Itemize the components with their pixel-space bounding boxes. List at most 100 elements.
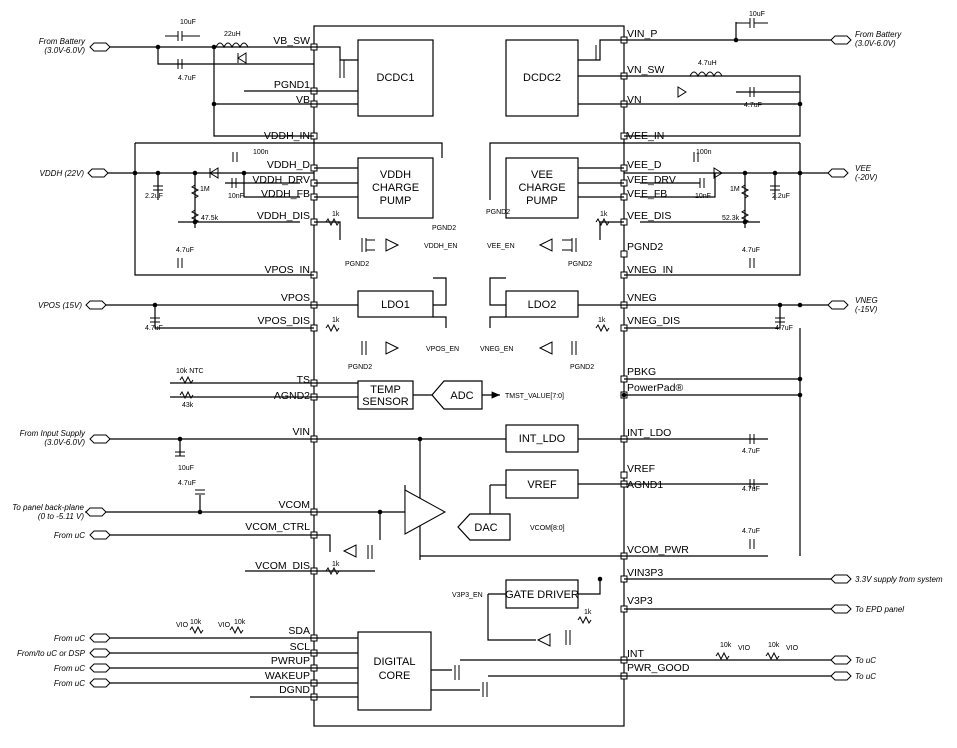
pin-vcom-dis: VCOM_DIS	[255, 560, 310, 572]
vddh-pump-label-2: CHARGE	[372, 182, 419, 194]
block-dac: DAC	[457, 513, 511, 541]
pin-int-ldo: INT_LDO	[627, 427, 671, 439]
junction-dot	[621, 392, 627, 398]
vddh-pump-label-1: VDDH	[380, 169, 411, 181]
external-terminals	[85, 35, 852, 688]
pin-vin: VIN	[292, 426, 310, 438]
val-r-1k-v3p3: 1k	[584, 609, 592, 616]
pin-vcom-pwr: VCOM_PWR	[627, 544, 689, 556]
junction-dot	[772, 170, 778, 176]
pin-vddh-dis: VDDH_DIS	[257, 210, 310, 222]
pin-ts: TS	[297, 374, 310, 386]
pin-vb: VB	[296, 94, 310, 106]
pin-vee-d: VEE_D	[627, 159, 662, 171]
sig-vio-sda: VIO	[176, 622, 189, 629]
junctions	[132, 37, 803, 582]
pin-vddh-drv: VDDH_DRV	[252, 174, 310, 186]
temp-sensor-label-2: SENSOR	[362, 396, 409, 408]
right-pin-labels: VIN_P VN_SW VN VEE_IN VEE_D VEE_DRV VEE_…	[627, 28, 690, 674]
pin-vpos-in: VPOS_IN	[264, 264, 310, 276]
val-c-4u7-vneg-in: 4.7uF	[742, 247, 760, 254]
ext-to-uc-pg: To uC	[855, 672, 876, 681]
val-c-2u2-r: 2.2uF	[772, 193, 790, 200]
val-r-10k-scl: 10k	[234, 619, 246, 626]
pin-pgnd2: PGND2	[627, 241, 663, 253]
val-c-10u-2: 10uF	[749, 11, 765, 18]
val-l-4u7: 4.7uH	[698, 60, 717, 67]
block-vref: VREF	[505, 469, 579, 499]
val-r-1k-vneg: 1k	[598, 317, 606, 324]
val-r-1k-vcom-dis: 1k	[332, 561, 340, 568]
val-c-2u2-l: 2.2uF	[145, 193, 163, 200]
int-ldo-block-label: INT_LDO	[519, 433, 566, 445]
junction-dot	[211, 101, 217, 107]
vddh-pump-label-3: PUMP	[380, 195, 412, 207]
ext-uc-scl: From/to uC or DSP	[17, 649, 86, 658]
pin-v3p3: V3P3	[627, 595, 653, 607]
ldo1-label: LDO1	[381, 299, 410, 311]
block-vddh-charge-pump: VDDH CHARGE PUMP	[357, 157, 434, 219]
pin-powerpad: PowerPad®	[627, 382, 683, 394]
junction-dot	[211, 44, 217, 50]
junction-dot	[597, 576, 603, 582]
sig-vio-pg: VIO	[786, 645, 799, 652]
val-r-43k: 43k	[182, 402, 194, 409]
ext-uc-wakeup: From uC	[54, 679, 85, 688]
sig-pgnd2-a: PGND2	[432, 225, 456, 232]
pin-vcom: VCOM	[279, 499, 311, 511]
val-c-10nf-r: 10nF	[695, 193, 711, 200]
junction-dot	[742, 219, 748, 225]
pin-vn: VN	[627, 94, 642, 106]
ext-vneg-2: (-15V)	[855, 305, 878, 314]
val-r-1m-l: 1M	[200, 186, 210, 193]
val-c-4u7-1: 4.7uF	[178, 75, 196, 82]
val-c-100n-r: 100n	[696, 149, 712, 156]
junction-dot	[417, 436, 423, 442]
val-r-52k3: 52.3k	[722, 215, 740, 222]
pin-vin3p3: VIN3P3	[627, 567, 663, 579]
val-r-1k-vee: 1k	[600, 211, 608, 218]
pin-square	[620, 471, 628, 479]
dac-label: DAC	[474, 522, 497, 534]
sig-pgnd2-c: PGND2	[345, 261, 369, 268]
sig-vpos-en: VPOS_EN	[426, 346, 459, 353]
wiring	[85, 22, 835, 698]
pin-agnd2: AGND2	[274, 390, 310, 402]
pin-vee-fb: VEE_FB	[627, 188, 667, 200]
junction-dot	[155, 44, 161, 50]
junction-dot	[797, 302, 803, 308]
val-r-10k-pg: 10k	[768, 642, 780, 649]
junction-dot	[797, 392, 803, 398]
sig-v3p3-en: V3P3_EN	[452, 592, 483, 599]
ext-input-supply-2: (3.0V-6.0V)	[44, 438, 85, 447]
ext-from-battery-left-2: (3.0V-6.0V)	[44, 46, 85, 55]
val-c-4u7-int-ldo: 4.7uF	[742, 448, 760, 455]
pin-vpos-dis: VPOS_DIS	[257, 315, 310, 327]
pin-sda: SDA	[288, 625, 310, 637]
pin-vee-drv: VEE_DRV	[627, 174, 676, 186]
ext-supply-33: 3.3V supply from system	[855, 575, 943, 584]
ext-vpos: VPOS (15V)	[38, 301, 82, 310]
val-c-4u7-vcom: 4.7uF	[178, 480, 196, 487]
ext-vee-1: VEE	[855, 164, 872, 173]
block-temp-sensor: TEMP SENSOR	[357, 380, 414, 410]
gate-driver-label: GATE DRIVER	[505, 589, 579, 601]
val-r-1m-r: 1M	[730, 186, 740, 193]
external-labels: From Battery (3.0V-6.0V) From Battery (3…	[12, 30, 943, 688]
pin-vin-p: VIN_P	[627, 28, 657, 40]
passives	[150, 18, 785, 661]
pin-wakeup: WAKEUP	[265, 670, 310, 682]
block-dcdc2: DCDC2	[505, 39, 579, 117]
adc-label: ADC	[450, 390, 473, 402]
pin-dgnd: DGND	[279, 684, 310, 696]
pin-vref: VREF	[627, 463, 655, 475]
pin-pgnd1: PGND1	[274, 79, 310, 91]
val-c-4u7-vneg: 4.7uF	[775, 325, 793, 332]
sig-vddh-en: VDDH_EN	[424, 243, 457, 250]
pin-int: INT	[627, 648, 645, 660]
junction-dot	[177, 436, 183, 442]
junction-dot	[241, 170, 247, 176]
block-digital-core: DIGITAL CORE	[357, 631, 432, 711]
pin-vneg: VNEG	[627, 292, 657, 304]
ext-vddh: VDDH (22V)	[40, 169, 85, 178]
